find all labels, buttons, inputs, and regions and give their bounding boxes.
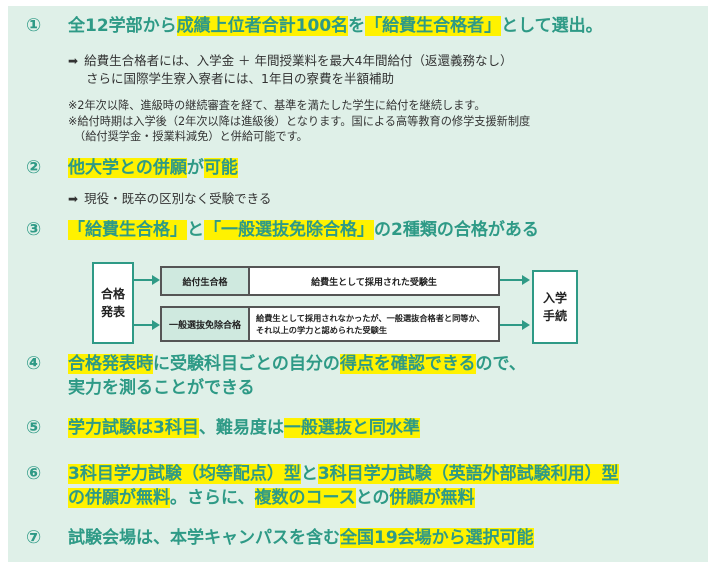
result-desc-2: 給費生として採用されなかったが、一般選抜合格者と同等か、 それ以上の学力と認めら… xyxy=(256,313,485,335)
arrow-right-icon: ➡ xyxy=(68,54,79,68)
result-label-1: 給付生合格 xyxy=(162,268,250,294)
heading-text: と xyxy=(187,220,204,240)
heading-text: を xyxy=(348,16,366,36)
result-row-1: 給付生合格 給費生として採用された受験生 xyxy=(160,266,500,296)
highlighted-text: 併願が無料 xyxy=(389,488,475,508)
highlighted-text: 合格発表時 xyxy=(68,354,153,374)
heading-text: の2種類の合格がある xyxy=(374,220,539,240)
heading-text: に受験科目ごとの自分の xyxy=(153,354,340,374)
arrow-line xyxy=(134,279,152,281)
arrow-head-icon xyxy=(152,275,160,285)
result-label-2: 一般選抜免除合格 xyxy=(162,308,250,340)
item-number-6: ⑥ xyxy=(26,463,42,484)
highlighted-text: 可能 xyxy=(203,158,238,178)
highlighted-text: 「一般選抜免除合格」 xyxy=(204,220,374,240)
item-number-4: ④ xyxy=(26,353,42,374)
item-number-7: ⑦ xyxy=(26,527,42,548)
highlighted-text: 「給費生合格者」 xyxy=(365,16,502,36)
heading-text: 全12学部から xyxy=(68,16,177,36)
item-number-2: ② xyxy=(26,157,42,178)
item-heading-3: 「給費生合格」と「一般選抜免除合格」の2種類の合格がある xyxy=(68,218,539,242)
arrow-head-icon xyxy=(522,320,530,330)
item-1-note-3: （給付奨学金・授業料減免）と併給可能です。 xyxy=(74,130,308,143)
item-1-note-2: ※給付時期は入学後（2年次以降は進級後）となります。国による高等教育の修学支援新… xyxy=(68,115,531,128)
arrow-head-icon xyxy=(522,275,530,285)
acceptance-diagram: 合格 発表 給付生合格 給費生として採用された受験生 一般選抜免除合格 給費生と… xyxy=(92,262,592,344)
heading-text: 、難易度は xyxy=(198,418,284,438)
heading-text: ので、 xyxy=(475,354,526,374)
arrow-line xyxy=(500,324,522,326)
heading-text: 。さらに、 xyxy=(170,488,255,508)
highlighted-text: 全国19会場から選択可能 xyxy=(340,528,534,548)
highlighted-text: 複数のコース xyxy=(254,488,356,508)
result-desc-1: 給費生として採用された受験生 xyxy=(311,277,437,288)
result-row-2: 一般選抜免除合格 給費生として採用されなかったが、一般選抜合格者と同等か、 それ… xyxy=(160,306,500,342)
highlighted-text: 学力試験は3科目 xyxy=(68,418,199,438)
item-number-1: ① xyxy=(26,15,42,36)
item-heading-4-line-2: 実力を測ることができる xyxy=(68,378,255,398)
item-1-line-2: さらに国際学生寮入寮者には、1年目の寮費を半額補助 xyxy=(86,71,394,86)
item-number-3: ③ xyxy=(26,219,42,240)
item-heading-6-line-2: の併願が無料。さらに、複数のコースとの併願が無料 xyxy=(68,486,475,510)
item-1-line-1: ➡給費生合格者には、入学金 ＋ 年間授業料を最大4年間給付（返還義務なし） xyxy=(68,53,513,68)
item-1-note-1: ※2年次以降、進級時の継続審査を経て、基準を満たした学生に給付を継続します。 xyxy=(68,99,486,112)
highlighted-text: 3科目学力試験（均等配点）型 xyxy=(68,464,301,484)
heading-text: と xyxy=(300,464,318,484)
arrow-line xyxy=(134,324,152,326)
item-2-line-1: ➡現役・既卒の区別なく受験できる xyxy=(68,191,272,206)
item-heading-2: 他大学との併願が可能 xyxy=(68,156,238,180)
item-number-5: ⑤ xyxy=(26,417,42,438)
item-heading-1: 全12学部から成績上位者合計100名を「給費生合格者」として選出。 xyxy=(68,14,603,38)
item-heading-5: 学力試験は3科目、難易度は一般選抜と同水準 xyxy=(68,416,420,440)
enrollment-box: 入学 手続 xyxy=(532,270,578,344)
item-heading-6: 3科目学力試験（均等配点）型と3科目学力試験（英語外部試験利用）型 xyxy=(68,462,619,486)
heading-text: が xyxy=(186,158,204,178)
heading-text: として選出。 xyxy=(501,16,603,36)
info-panel: ① 全12学部から成績上位者合計100名を「給費生合格者」として選出。 ➡給費生… xyxy=(8,6,708,562)
highlighted-text: 「給費生合格」 xyxy=(68,220,187,240)
item-heading-4: 合格発表時に受験科目ごとの自分の得点を確認できるので、 xyxy=(68,352,526,376)
arrow-right-icon: ➡ xyxy=(68,192,79,206)
arrow-line xyxy=(500,279,522,281)
highlighted-text: の併願が無料 xyxy=(68,488,170,508)
heading-text: 試験会場は、本学キャンパスを含む xyxy=(68,528,340,548)
highlighted-text: 他大学との併願 xyxy=(68,158,187,178)
announcement-box: 合格 発表 xyxy=(92,262,134,344)
highlighted-text: 一般選抜と同水準 xyxy=(283,418,420,438)
highlighted-text: 得点を確認できる xyxy=(339,354,476,374)
item-heading-7: 試験会場は、本学キャンパスを含む全国19会場から選択可能 xyxy=(68,526,534,550)
highlighted-text: 成績上位者合計100名 xyxy=(176,16,349,36)
heading-text: との xyxy=(355,488,390,508)
arrow-head-icon xyxy=(152,320,160,330)
highlighted-text: 3科目学力試験（英語外部試験利用）型 xyxy=(317,464,619,484)
